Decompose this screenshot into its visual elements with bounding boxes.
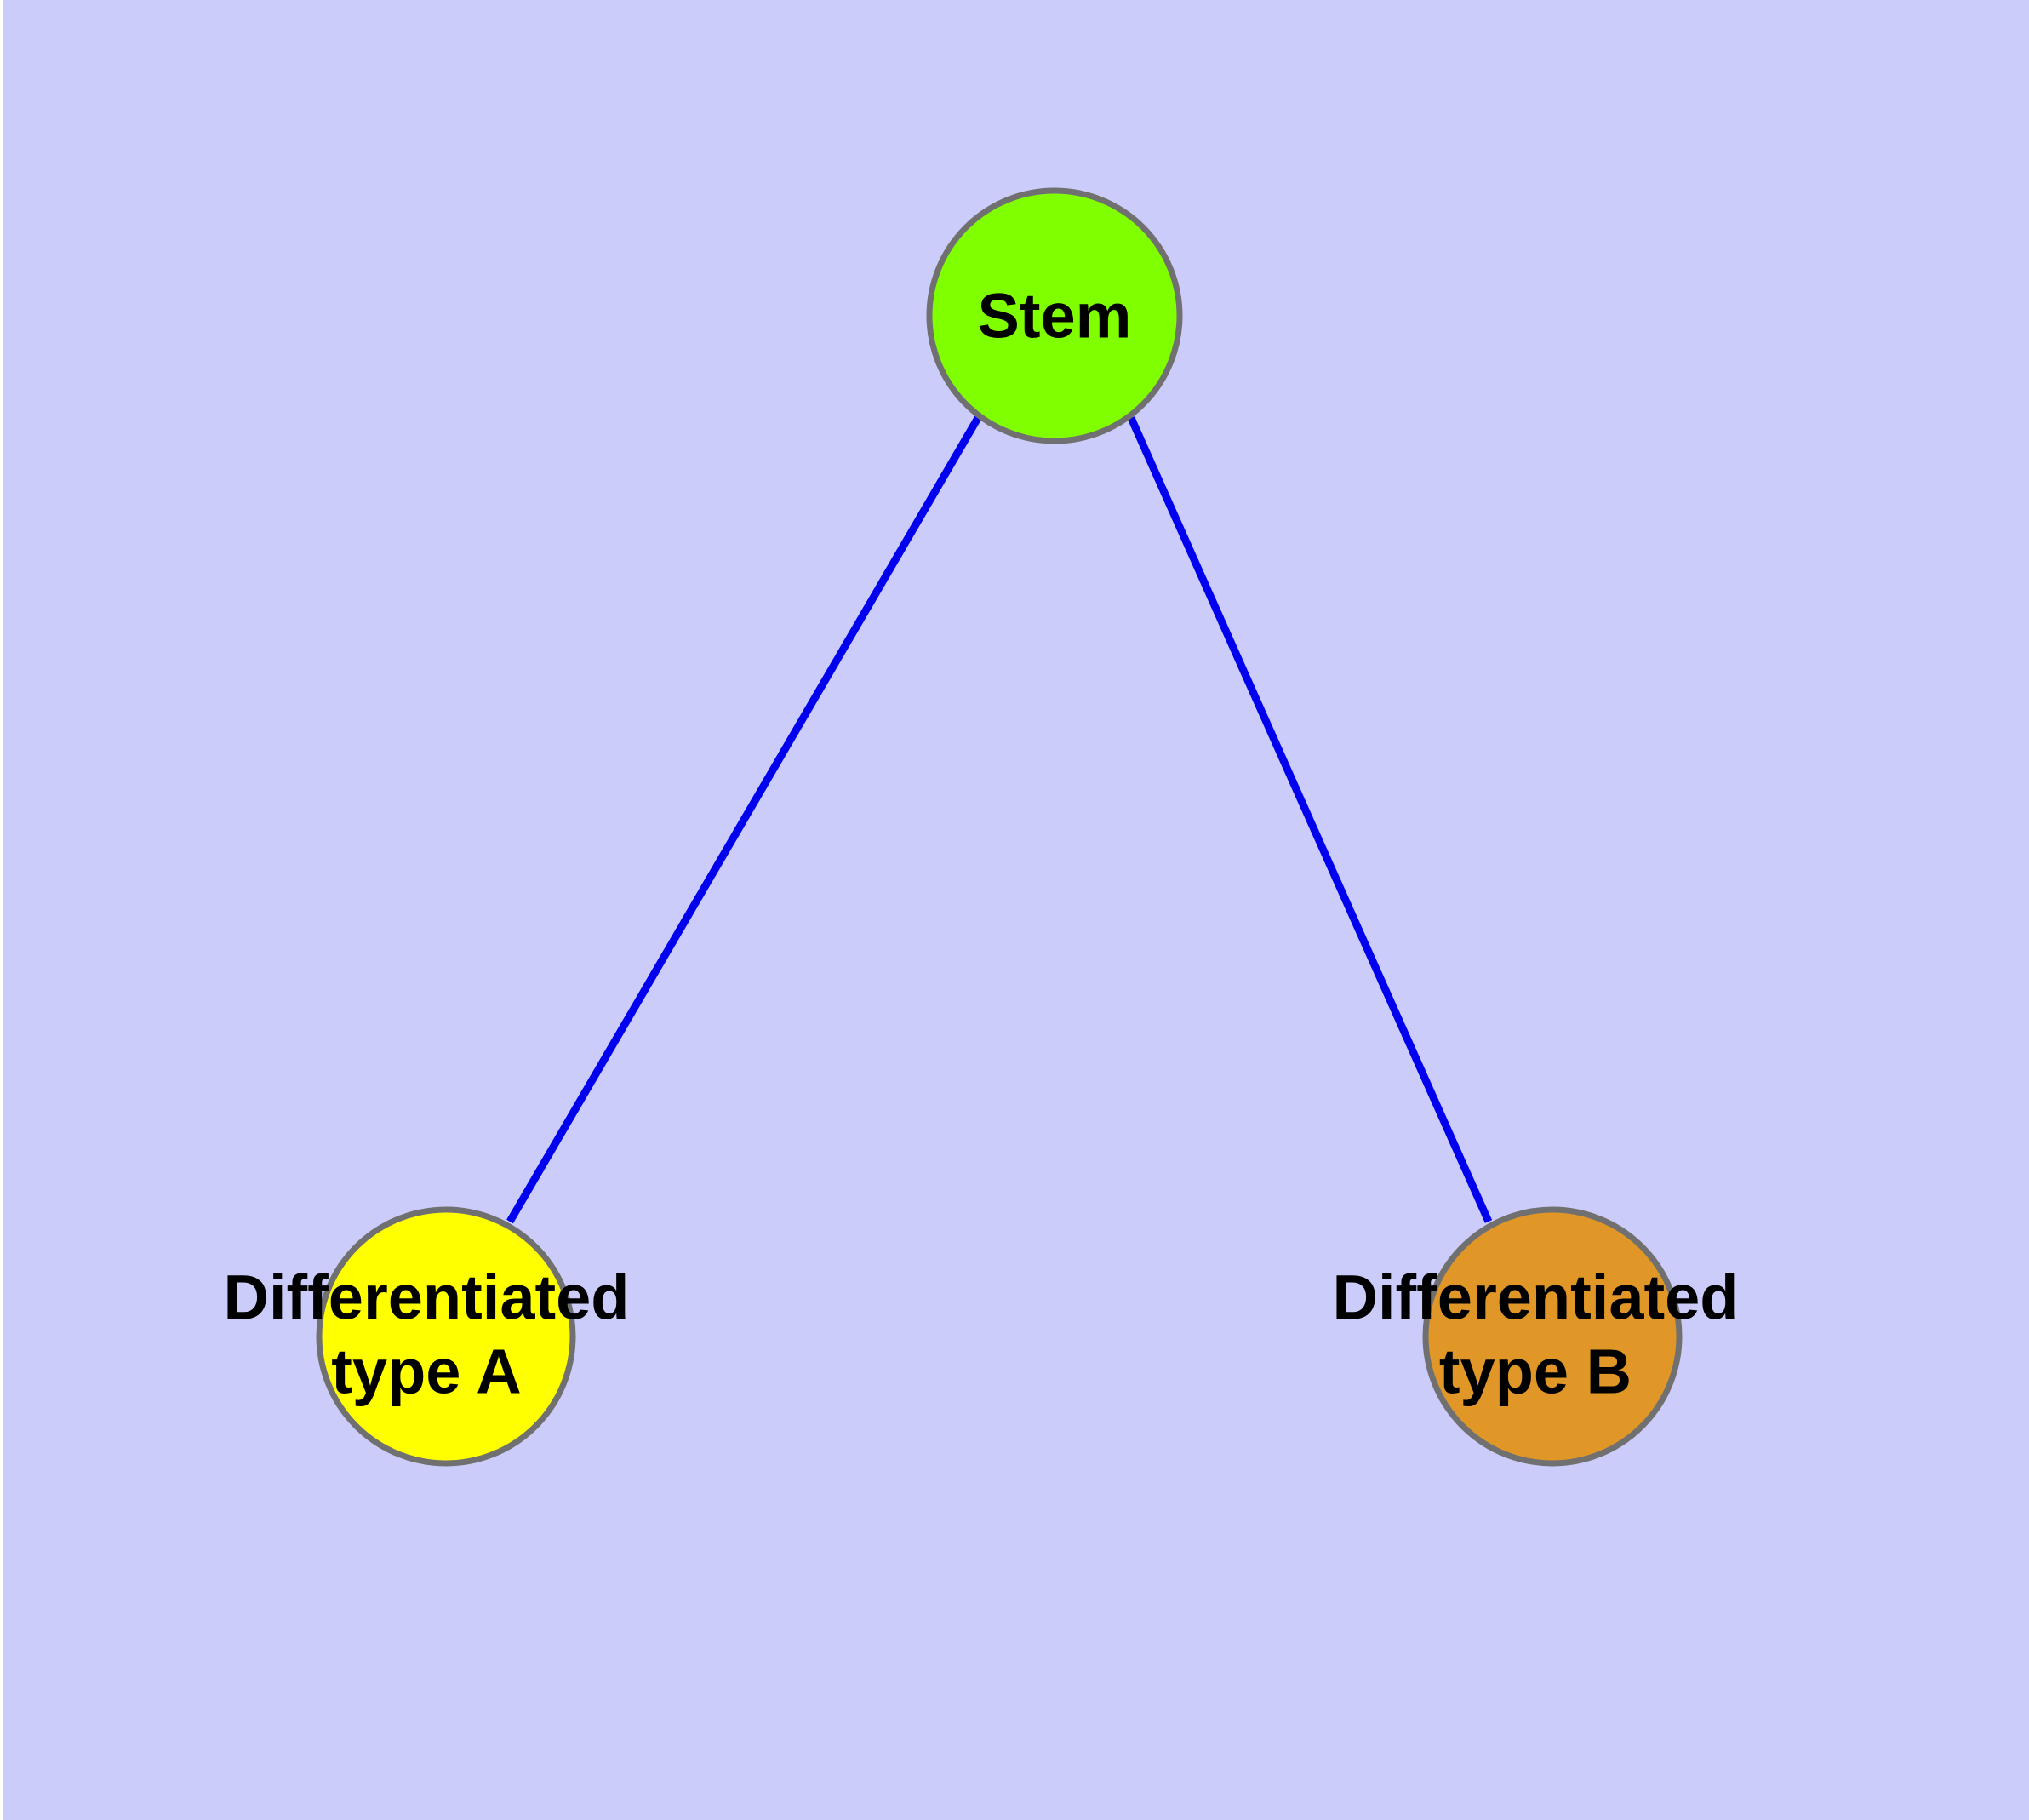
edge-stem-to-differentiated-type-b [1127, 416, 1493, 1223]
edge-layer [506, 415, 1493, 1224]
node-differentiated-type-b[interactable] [1422, 1206, 1683, 1467]
node-layer [316, 187, 1683, 1467]
node-stem[interactable] [926, 187, 1183, 444]
edge-stem-to-differentiated-type-a [506, 415, 981, 1224]
graph-svg [316, 187, 1683, 1467]
node-differentiated-type-a[interactable] [316, 1206, 576, 1467]
